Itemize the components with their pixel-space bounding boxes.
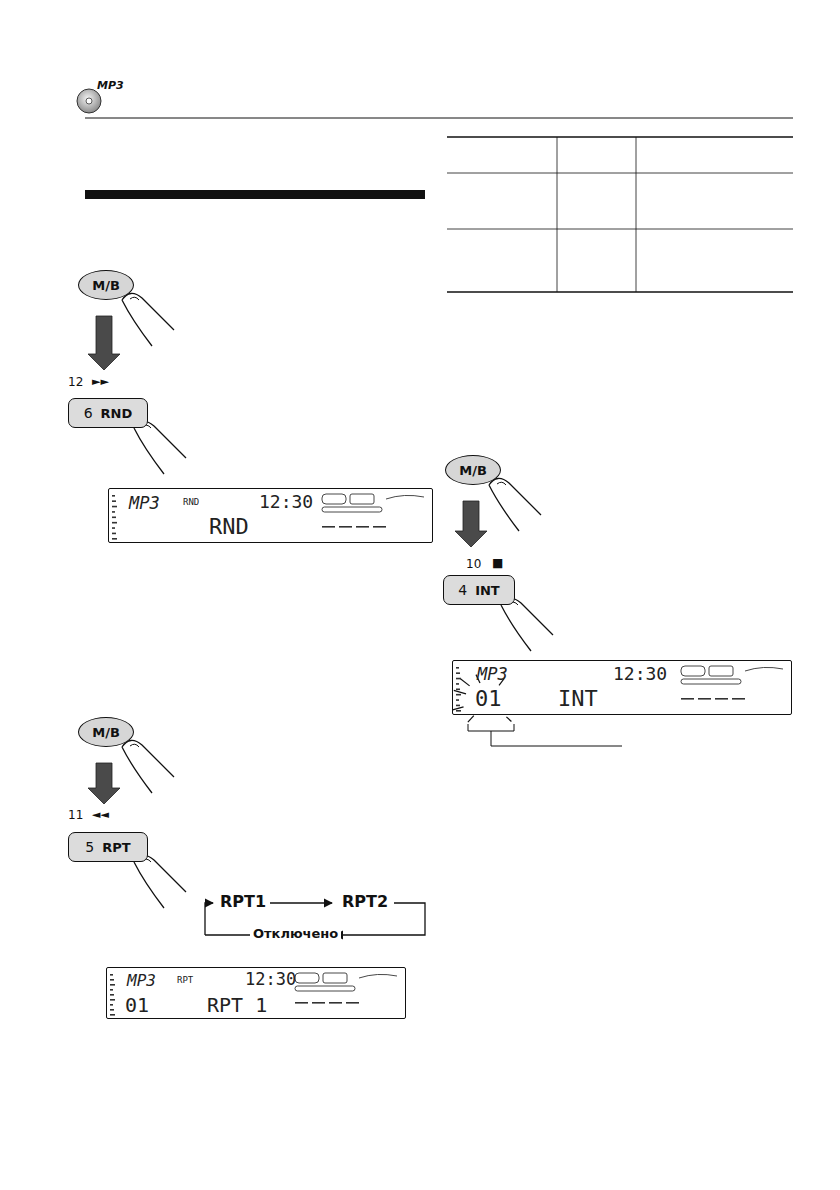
key-symbol: ►► (92, 376, 109, 388)
mode-name: RPT1 (220, 893, 266, 911)
step-arrow (88, 763, 120, 804)
fingernail (497, 482, 506, 485)
lcd-text: RPT (177, 976, 193, 985)
finger (122, 740, 174, 793)
button-label: 5 (85, 839, 94, 855)
lcd-text: MP3 (127, 973, 156, 989)
key-symbol: ■ (492, 557, 503, 570)
step-arrow (455, 501, 487, 547)
key-number: 11 (68, 809, 83, 822)
table-grid (447, 137, 793, 292)
step-arrow (88, 316, 120, 370)
button-label: INT (475, 583, 500, 598)
key-number: 12 (68, 376, 83, 389)
finger (489, 478, 541, 531)
bracket-leader (468, 724, 622, 746)
fingers (122, 293, 553, 908)
finger (122, 293, 174, 346)
mode-button: M/B (78, 717, 134, 747)
mode-name: Отключено (250, 927, 341, 941)
lcd-display: MP3RND12:30RND (108, 488, 433, 543)
lcd-text: INT (558, 688, 598, 710)
fingernail (130, 744, 139, 747)
lcd-text: 12:30 (259, 493, 313, 511)
section-bar (85, 190, 425, 199)
badge-text: MP3 (97, 80, 124, 92)
lcd-text: MP3 (129, 495, 160, 512)
lcd-text: MP3 (477, 666, 508, 683)
preset-button: 5 RPT (68, 832, 148, 862)
button-label: M/B (459, 463, 487, 478)
button-label: RPT (102, 840, 130, 855)
key-symbol: ◄◄ (92, 809, 109, 821)
finger (501, 598, 553, 651)
disc-icon (77, 89, 101, 113)
button-label: M/B (92, 725, 120, 740)
lcd-text: RND (183, 498, 199, 507)
finger (134, 421, 186, 474)
preset-button: 6 RND (68, 398, 148, 428)
button-label: 6 (84, 405, 93, 421)
lcd-text: 01 (475, 688, 502, 710)
header-rule (85, 118, 793, 119)
lcd-text: 01 (125, 995, 149, 1015)
mode-name: RPT2 (342, 893, 388, 911)
finger (134, 855, 186, 908)
key-number: 10 (466, 558, 481, 571)
mode-button: M/B (445, 455, 501, 485)
lcd-text: RPT 1 (207, 995, 267, 1015)
lcd-text: RND (209, 516, 249, 538)
button-label: M/B (92, 278, 120, 293)
lcd-display: MP3 RPT 12:30 01 RPT 1 (106, 967, 406, 1019)
lcd-display: MP3 12:30 01 INT (452, 660, 792, 715)
button-label: 4 (458, 582, 467, 598)
disc-hole (86, 98, 92, 104)
button-label: RND (101, 406, 133, 421)
lcd-text: 12:30 (245, 971, 296, 988)
preset-button: 4 INT (443, 575, 515, 605)
mode-button: M/B (78, 270, 134, 300)
lcd-text: 12:30 (613, 665, 667, 683)
fingernail (130, 297, 139, 300)
